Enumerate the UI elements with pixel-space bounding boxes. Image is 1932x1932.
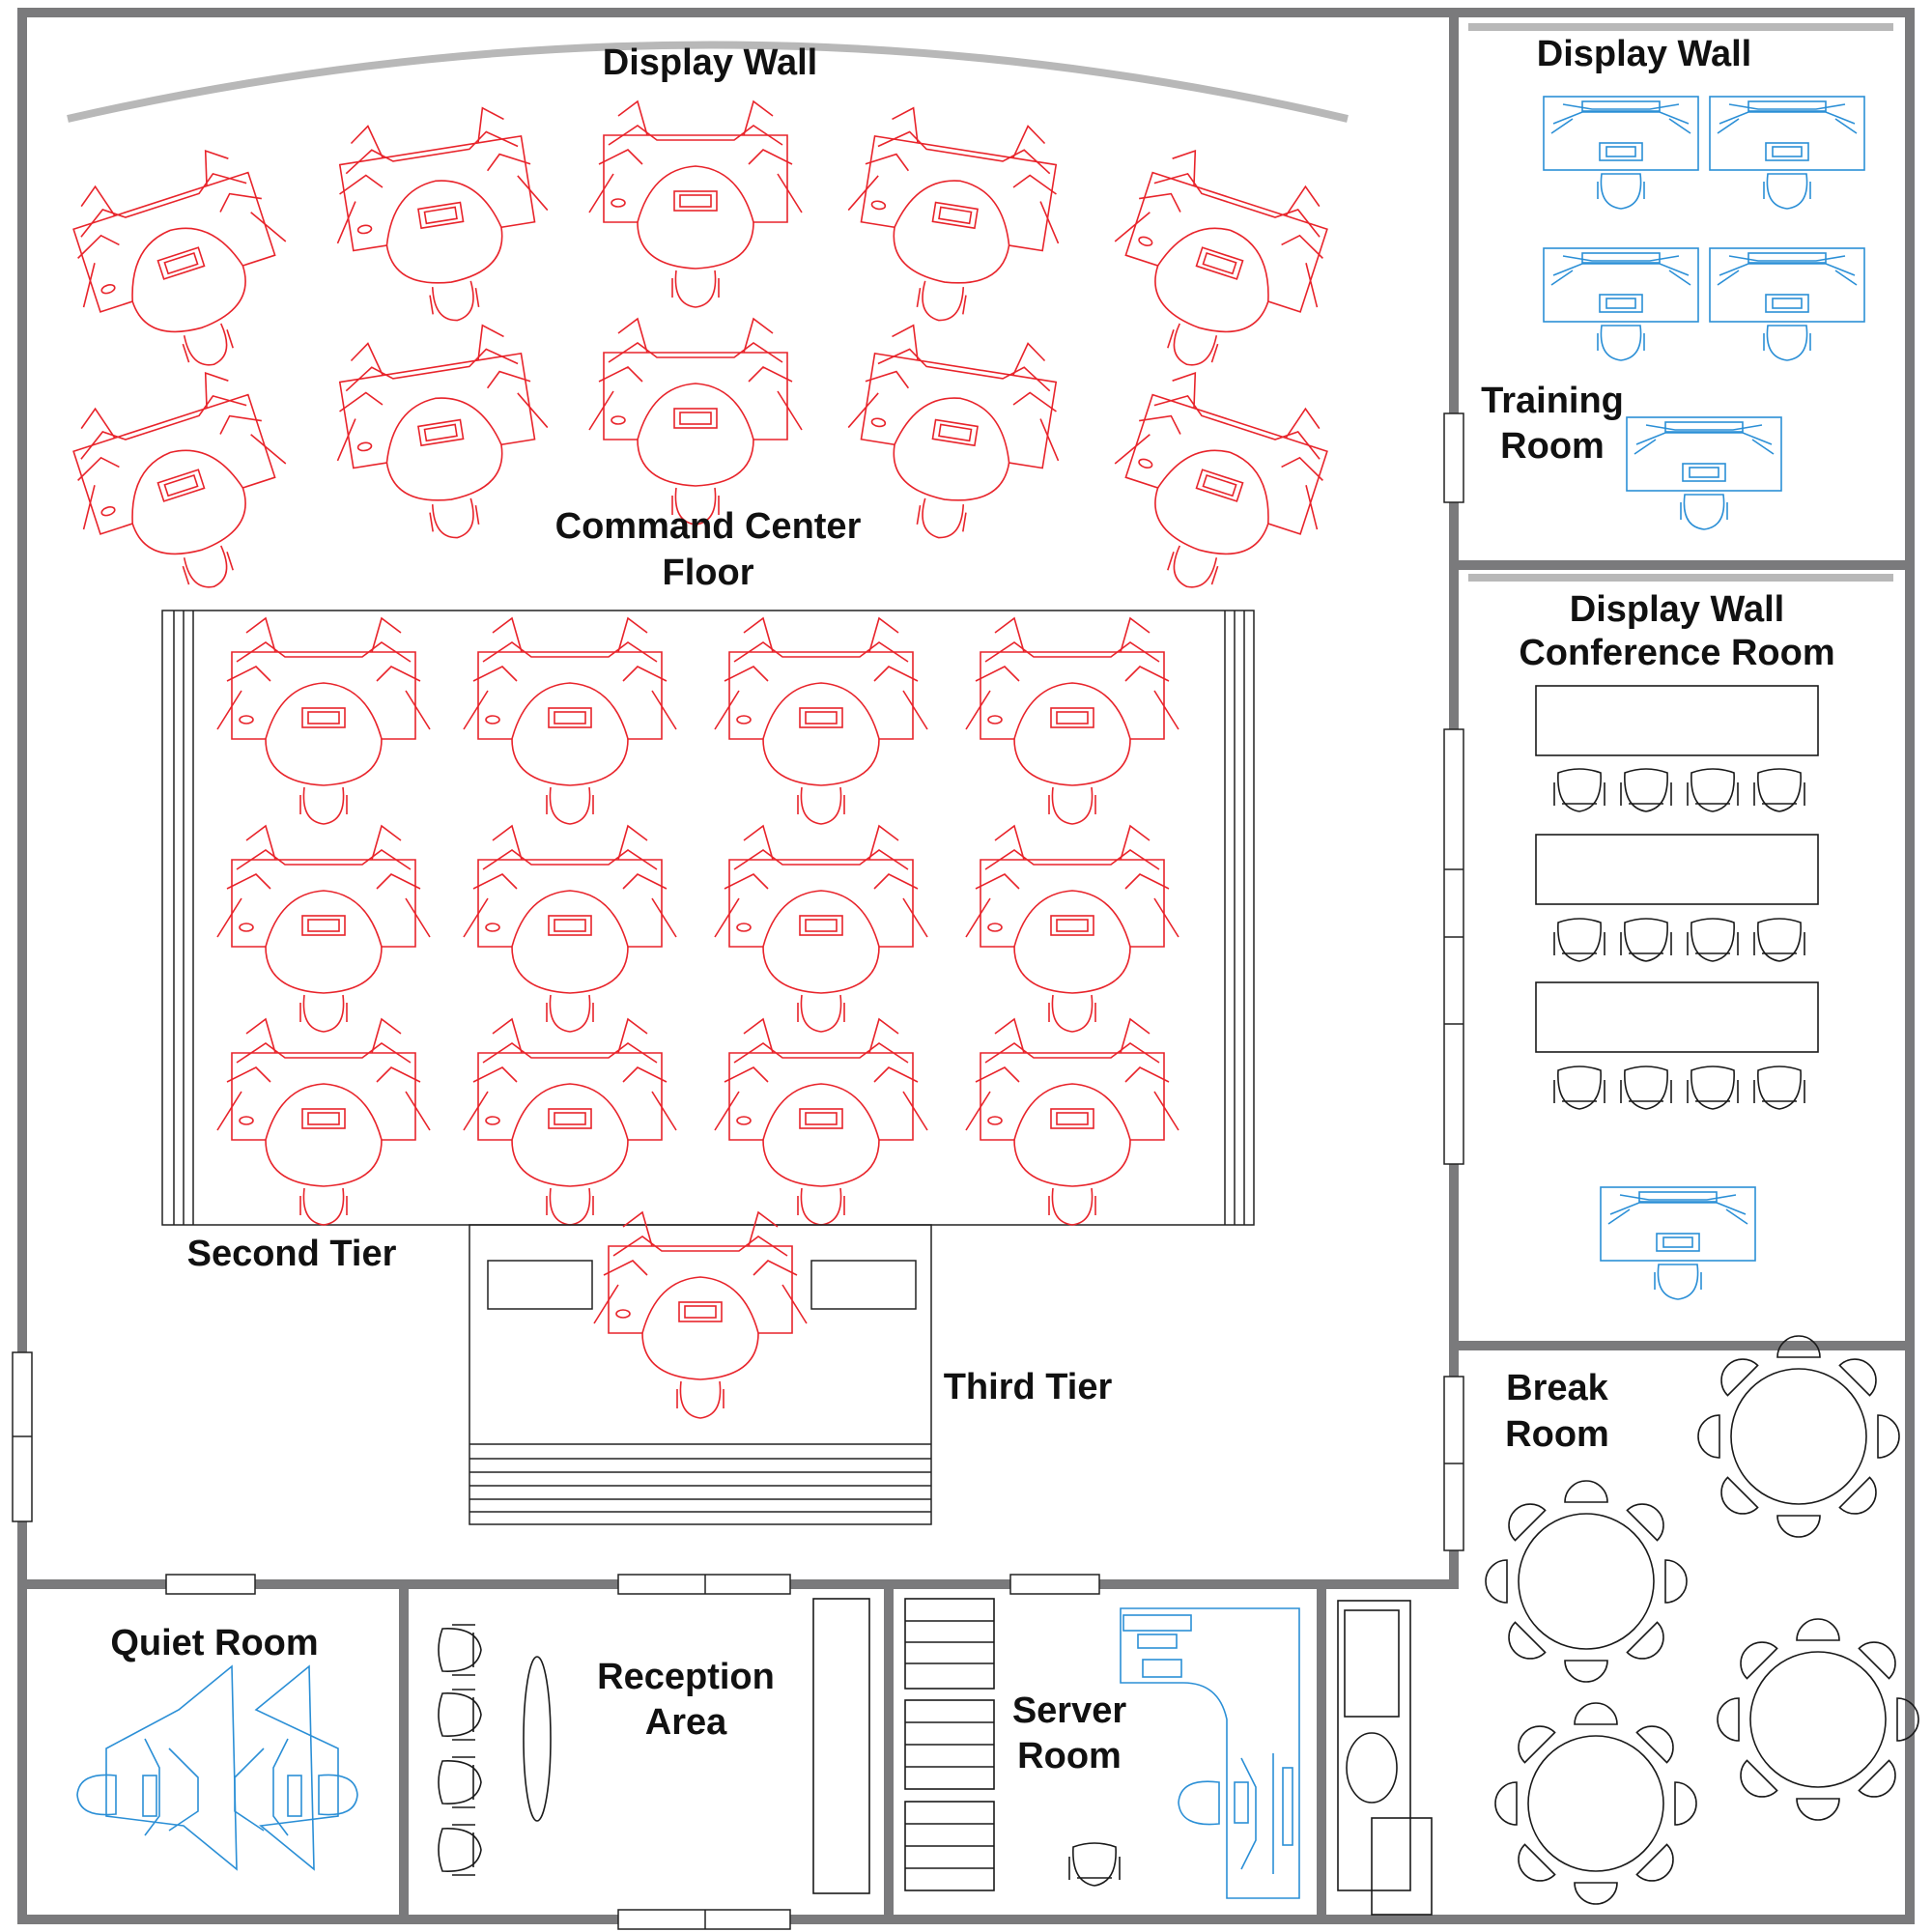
break-room-seat — [1508, 1621, 1547, 1660]
break-room-seat — [1838, 1358, 1877, 1397]
break-room-label-1: Break — [1506, 1368, 1608, 1408]
conference-chairs — [1553, 768, 1805, 1110]
break-room-seat — [1720, 1358, 1759, 1397]
break-room-seat — [1776, 1515, 1821, 1538]
reception-label-2: Area — [645, 1702, 727, 1743]
server-room-label-1: Server — [1012, 1690, 1127, 1731]
break-room-seat — [1740, 1641, 1778, 1680]
break-room-seat — [1796, 1798, 1840, 1821]
break-room-seat — [1796, 1618, 1840, 1641]
break-room-seat — [1635, 1725, 1674, 1764]
break-room-seat — [1717, 1697, 1740, 1742]
main-display-wall — [67, 41, 1349, 123]
break-room-seat — [1858, 1641, 1896, 1680]
training-display-wall-label: Display Wall — [1537, 34, 1751, 74]
server-room-console — [1120, 1607, 1300, 1899]
break-room-seat — [1635, 1843, 1674, 1882]
round-table — [1518, 1513, 1655, 1650]
round-table — [1527, 1735, 1664, 1872]
round-table — [1749, 1651, 1887, 1788]
break-room-seat — [1564, 1660, 1608, 1683]
round-table — [1730, 1368, 1867, 1505]
break-room-seat — [1877, 1414, 1900, 1459]
break-room-seat — [1485, 1559, 1508, 1604]
reception-furniture — [438, 1598, 870, 1894]
break-room-seat — [1574, 1882, 1618, 1905]
training-room-label-2: Room — [1500, 426, 1605, 467]
third-tier-console — [593, 1211, 808, 1419]
break-room-seat — [1564, 1480, 1608, 1503]
quiet-room-label: Quiet Room — [110, 1623, 318, 1663]
server-racks — [904, 1598, 1121, 1891]
reception-label-1: Reception — [597, 1657, 775, 1697]
second-tier-consoles — [216, 617, 1179, 1226]
break-room-tables — [1485, 1335, 1919, 1905]
break-room-seat — [1896, 1697, 1919, 1742]
conference-label-2: Conference Room — [1519, 633, 1834, 673]
second-tier-label: Second Tier — [187, 1234, 397, 1274]
conference-tables — [1535, 685, 1819, 1053]
break-room-seat — [1508, 1503, 1547, 1542]
break-room-seat — [1674, 1781, 1697, 1826]
display-wall-label: Display Wall — [603, 43, 817, 83]
break-room-seat — [1740, 1759, 1778, 1798]
break-room-seat — [1574, 1702, 1618, 1725]
break-room-seat — [1626, 1503, 1664, 1542]
break-room-seat — [1626, 1621, 1664, 1660]
third-tier-platform — [469, 1224, 932, 1525]
break-room-seat — [1776, 1335, 1821, 1358]
conference-console — [1600, 1186, 1756, 1300]
command-center-label-2: Floor — [663, 553, 754, 593]
break-room-seat — [1664, 1559, 1688, 1604]
break-room-seat — [1838, 1476, 1877, 1515]
break-room-seat — [1697, 1414, 1720, 1459]
room-labels: Display Wall Command Center Floor Second… — [110, 34, 1834, 1776]
break-room-seat — [1858, 1759, 1896, 1798]
doors — [12, 412, 1464, 1930]
break-room-seat — [1494, 1781, 1518, 1826]
break-room-seat — [1518, 1843, 1556, 1882]
utility-fixtures — [1337, 1600, 1433, 1916]
training-room-label-1: Training — [1481, 381, 1624, 421]
third-tier-label: Third Tier — [944, 1367, 1113, 1407]
server-room-label-2: Room — [1017, 1736, 1122, 1776]
break-room-label-2: Room — [1505, 1414, 1609, 1455]
conference-label-1: Display Wall — [1570, 589, 1784, 630]
command-center-label-1: Command Center — [555, 506, 862, 547]
quiet-room-consoles — [76, 1664, 358, 1871]
break-room-seat — [1720, 1476, 1759, 1515]
break-room-seat — [1518, 1725, 1556, 1764]
second-tier-platform — [161, 610, 1255, 1226]
